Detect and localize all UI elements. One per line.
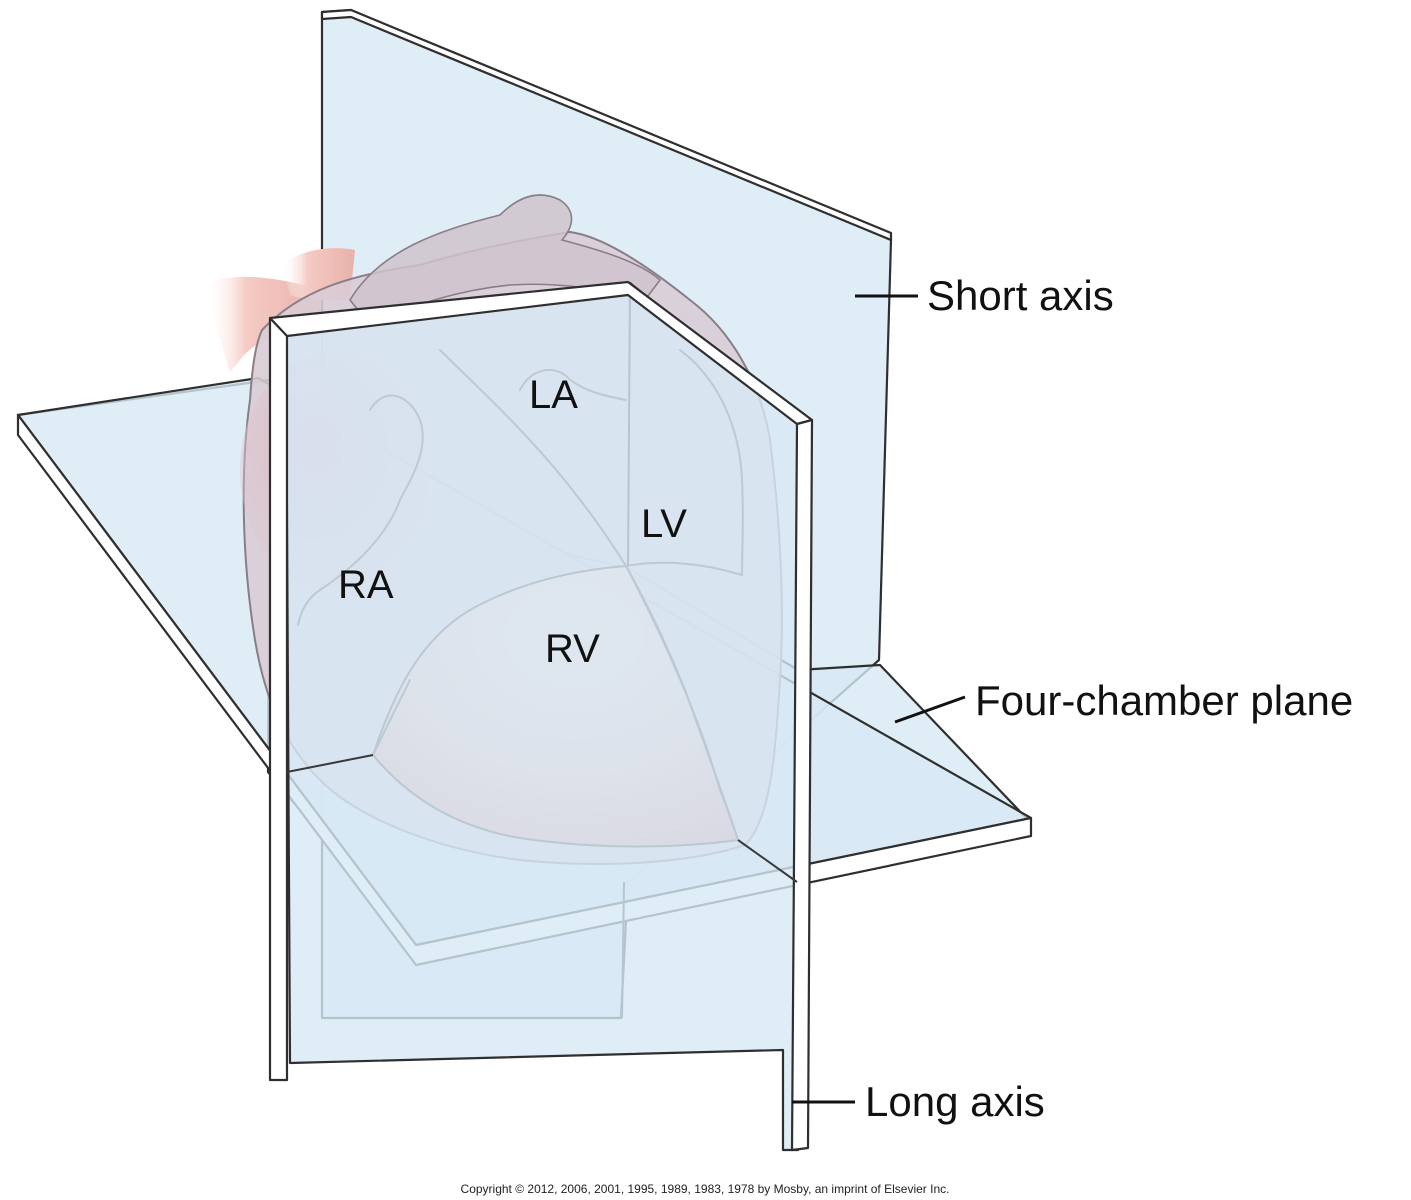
short-axis-label: Short axis [927,272,1114,319]
short-axis-plane-top-edge [320,8,893,242]
superior-vena-cava [205,276,322,372]
ra-label: RA [338,563,394,607]
four-chamber-plane-label: Four-chamber plane [975,677,1353,724]
lv-label: LV [641,502,687,546]
great-arteries [349,194,662,327]
rv-label: RV [545,627,600,671]
front-crossing-line [737,839,798,883]
la-label: LA [529,373,578,417]
long-axis-plane-left-edge [268,316,289,1082]
long-axis-plane-right-edge [790,418,814,1152]
copyright-notice: Copyright © 2012, 2006, 2001, 1995, 1989… [461,1182,950,1196]
four-chamber-leader [894,695,966,724]
long-axis-label: Long axis [865,1078,1045,1125]
long-axis-crossing-line [286,754,374,773]
long-axis-plane [268,280,814,1152]
